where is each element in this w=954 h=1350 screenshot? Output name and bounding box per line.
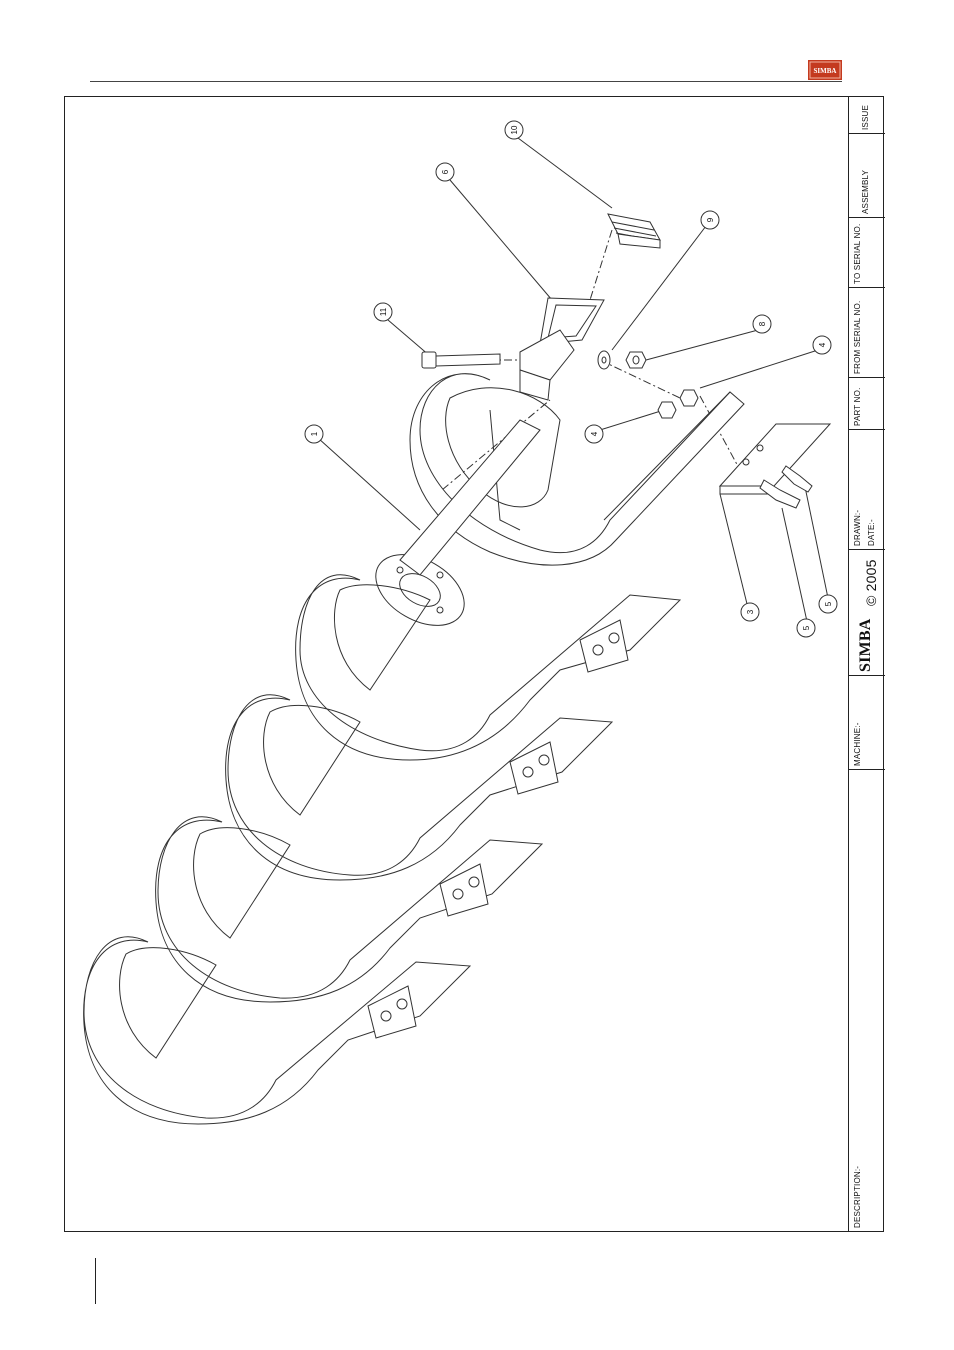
logo-cell: © 2005 SIMBA [849, 550, 885, 676]
machine-cell: MACHINE:- [849, 676, 885, 770]
callout-5a: 5 [802, 625, 811, 630]
from-serial-label: FROM SERIAL NO. [853, 301, 862, 374]
callout-4a: 4 [818, 342, 827, 347]
issue-label: ISSUE [861, 105, 870, 130]
date-label: DATE:- [867, 519, 876, 546]
to-serial-label: TO SERIAL NO. [853, 224, 862, 284]
callout-10: 10 [510, 125, 519, 134]
part-no-cell: PART NO. [849, 378, 885, 430]
callout-9: 9 [706, 217, 715, 222]
drawn-date-cell: DRAWN:- DATE:- [849, 430, 885, 550]
drawn-label: DRAWN:- [853, 510, 862, 546]
callout-11: 11 [379, 307, 388, 316]
callout-4b: 4 [590, 431, 599, 436]
simba-wordmark: SIMBA [857, 619, 875, 672]
machine-label: MACHINE:- [853, 722, 862, 766]
callout-1: 1 [310, 431, 319, 436]
copyright-text: © 2005 [863, 559, 879, 606]
title-block: ISSUE ASSEMBLY TO SERIAL NO. FROM SERIAL… [848, 96, 884, 1232]
assembly-cell: ASSEMBLY [849, 134, 885, 218]
callout-3: 3 [746, 609, 755, 614]
description-cell: DESCRIPTION:- [849, 770, 885, 1232]
margin-rule [95, 1258, 96, 1304]
assembly-label: ASSEMBLY [861, 170, 870, 214]
callout-6: 6 [441, 169, 450, 174]
part-no-label: PART NO. [853, 388, 862, 427]
callout-5b: 5 [824, 601, 833, 606]
description-label: DESCRIPTION:- [853, 1166, 862, 1228]
from-serial-cell: FROM SERIAL NO. [849, 288, 885, 378]
to-serial-cell: TO SERIAL NO. [849, 218, 885, 288]
callout-8: 8 [758, 321, 767, 326]
issue-cell: ISSUE [849, 96, 885, 134]
